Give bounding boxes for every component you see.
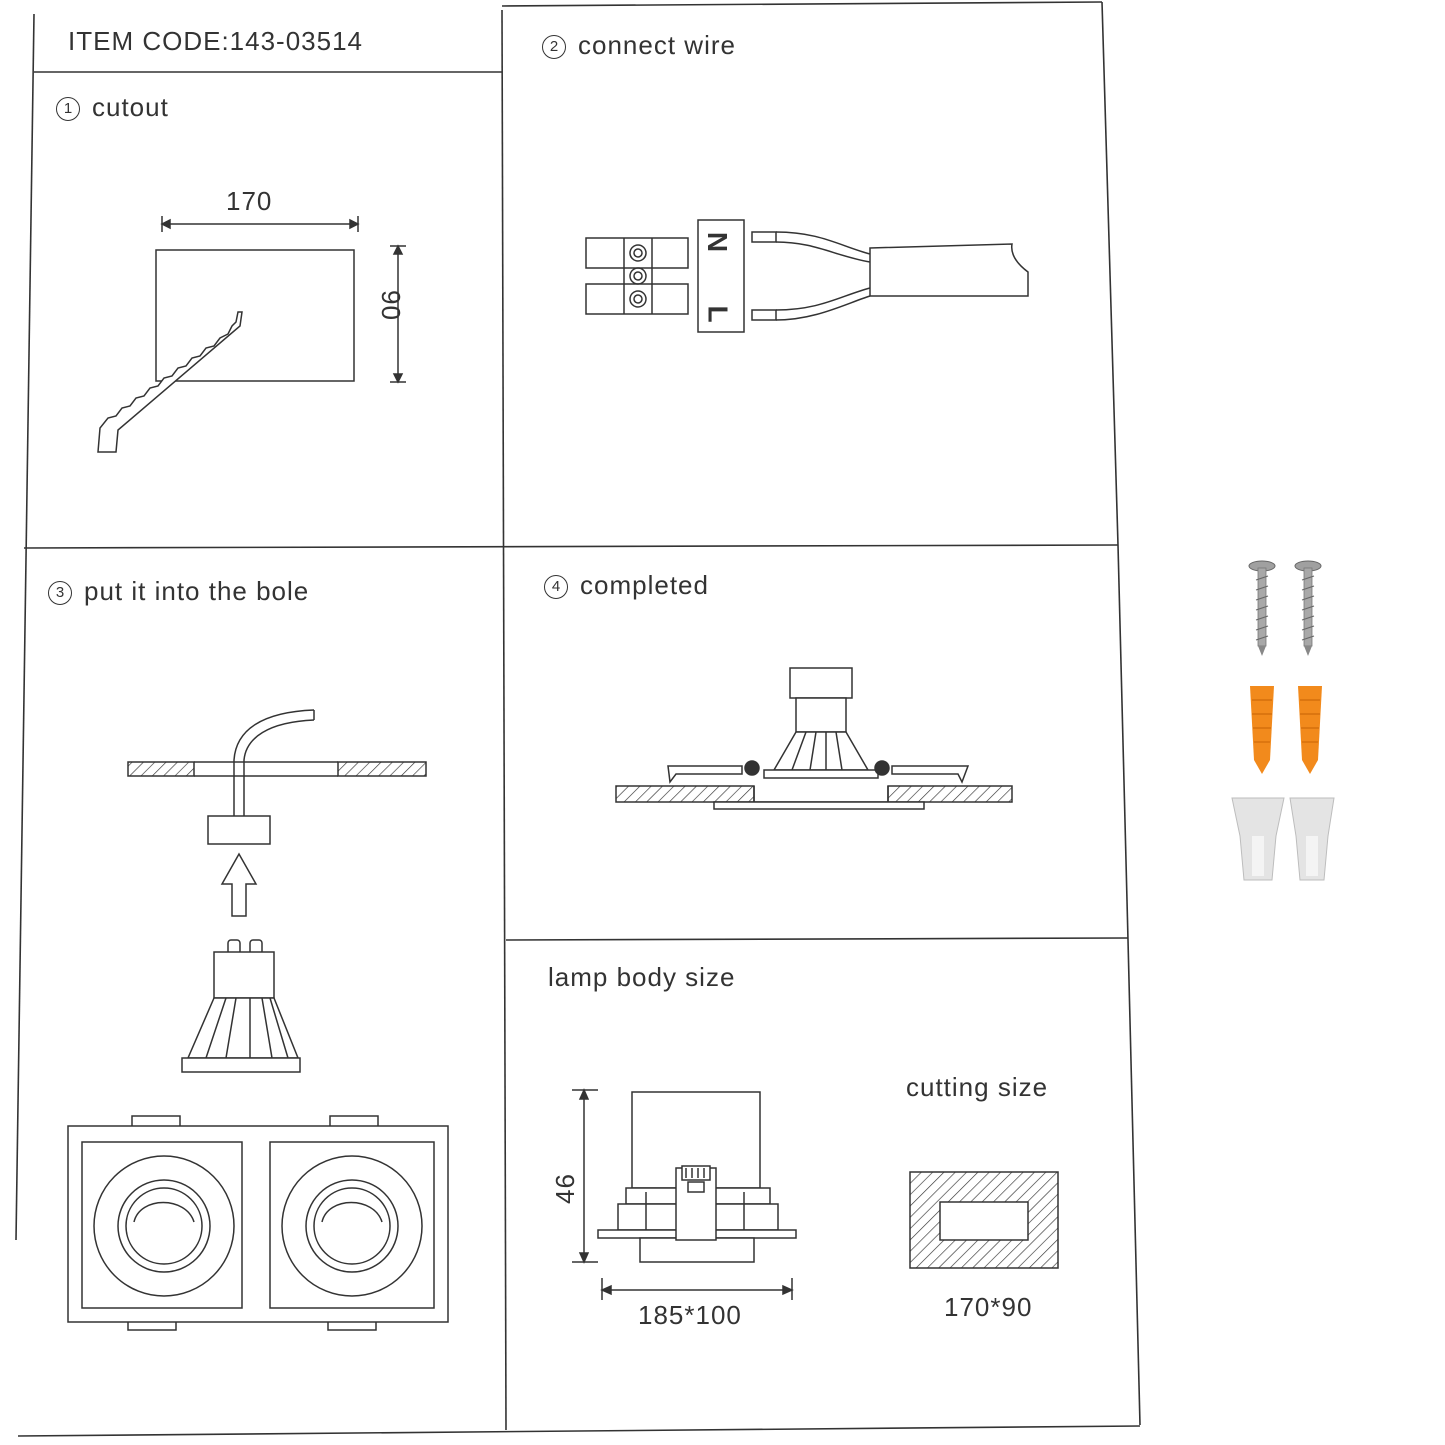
wall-anchor-icon	[1250, 686, 1274, 774]
screw-icon	[1248, 560, 1276, 656]
wire-connector-icon	[1289, 797, 1335, 881]
step-title: put it into the bole	[84, 576, 310, 606]
cutting-size-title: cutting size	[906, 1072, 1049, 1102]
insert-drawing	[67, 709, 449, 1331]
step-number: 3	[48, 581, 72, 605]
completed-drawing	[615, 667, 1013, 810]
lamp-footprint-label: 185*100	[638, 1300, 742, 1330]
step-title: cutout	[92, 92, 169, 122]
step-connect-wire-label: 2 connect wire	[542, 30, 736, 61]
item-code: ITEM CODE:143-03514	[68, 26, 364, 56]
wiring-drawing	[585, 219, 1029, 333]
step-number: 4	[544, 575, 568, 599]
live-terminal-label: L	[702, 305, 734, 323]
step-cutout-label: 1 cutout	[56, 92, 169, 123]
lamp-body-size-title: lamp body size	[548, 962, 736, 992]
step-title: completed	[580, 570, 709, 600]
cutting-size-drawing	[909, 1171, 1059, 1269]
lamp-body-drawing	[572, 1088, 797, 1300]
cutout-drawing	[97, 216, 406, 453]
neutral-terminal-label: N	[702, 231, 734, 253]
screw-icon	[1294, 560, 1322, 656]
step-number: 1	[56, 97, 80, 121]
step-title: connect wire	[578, 30, 736, 60]
step-completed-label: 4 completed	[544, 570, 709, 601]
step-number: 2	[542, 35, 566, 59]
cutting-size-label: 170*90	[944, 1292, 1033, 1322]
step-insert-label: 3 put it into the bole	[48, 576, 309, 607]
wire-connector-icon	[1231, 797, 1285, 881]
grid-frame	[15, 1, 1141, 1437]
cutout-height-label: 90	[376, 290, 406, 321]
wall-anchor-icon	[1298, 686, 1322, 774]
accessories	[1231, 560, 1335, 881]
cutout-width-label: 170	[226, 186, 273, 216]
lamp-height-label: 46	[550, 1173, 580, 1204]
